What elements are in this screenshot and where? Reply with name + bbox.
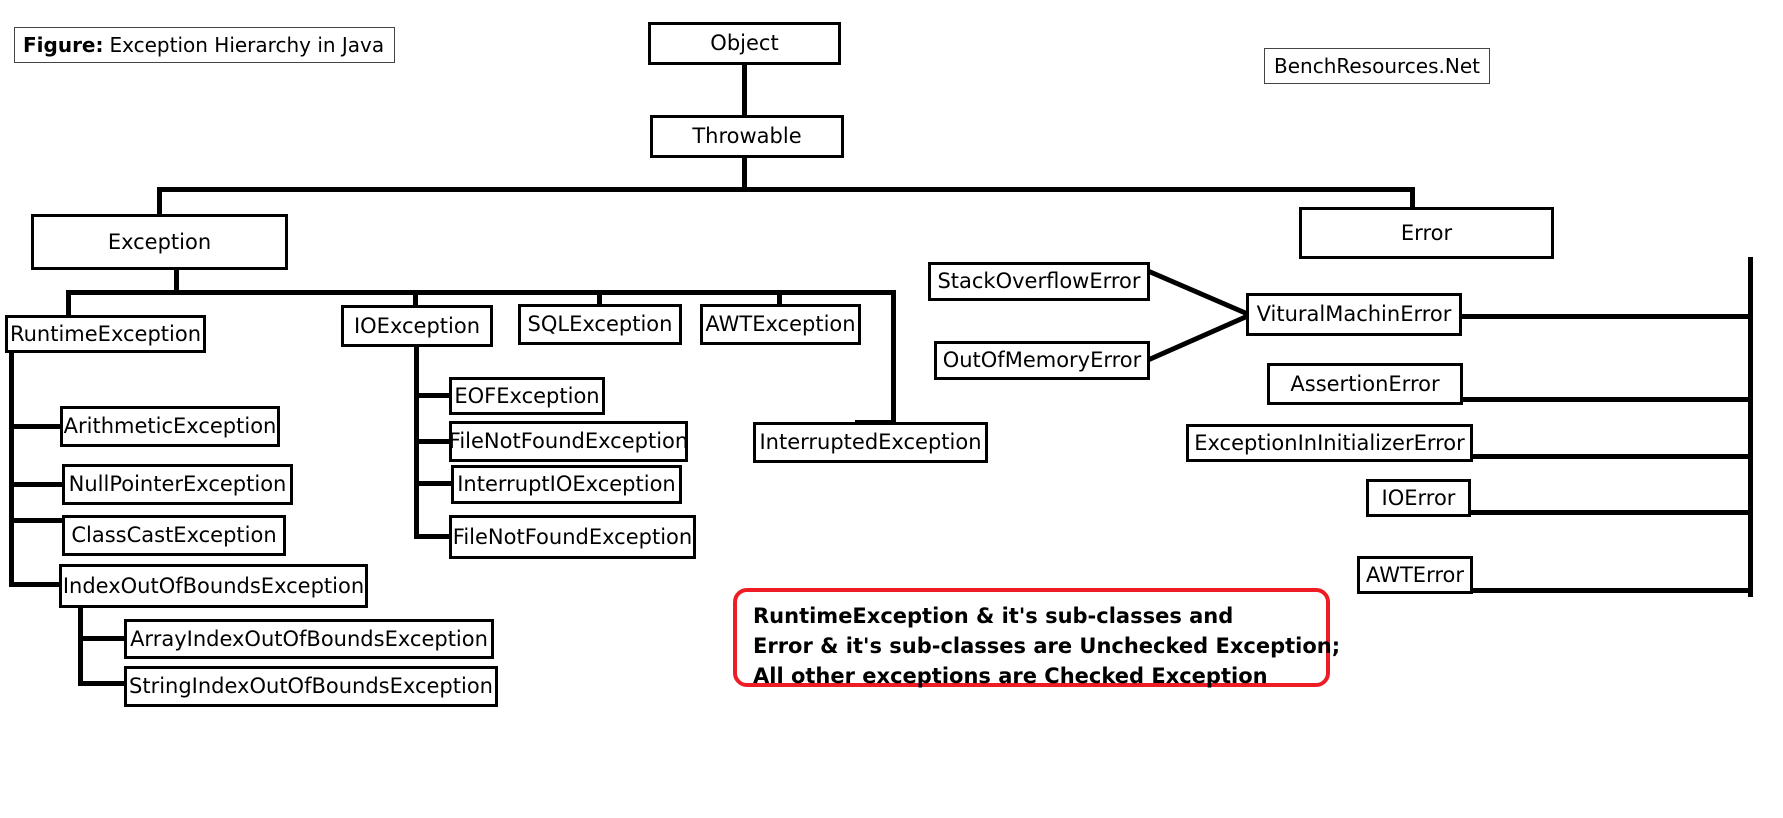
edge-ioexception-to-interruptioexception — [414, 481, 454, 486]
node-outofmemoryerror[interactable]: OutOfMemoryError — [934, 341, 1150, 380]
edge-throwable-stem — [742, 158, 747, 190]
edge-exception-to-runtimeexception — [66, 290, 71, 317]
node-arithmeticexception[interactable]: ArithmeticException — [60, 406, 280, 447]
edge-rail-to-exception — [157, 187, 162, 216]
note-line-1: RuntimeException & it's sub-classes and — [753, 604, 1234, 628]
node-interruptedexception[interactable]: InterruptedException — [753, 422, 988, 463]
watermark-text: BenchResources.Net — [1274, 54, 1480, 78]
node-awtexception[interactable]: AWTException — [700, 304, 861, 345]
node-filenotfoundexception-label: FileNotFoundException — [448, 429, 689, 453]
node-nullpointerexception[interactable]: NullPointerException — [62, 464, 293, 505]
edge-indexoutofbounds-to-arrayindex — [78, 636, 130, 641]
node-awtexception-label: AWTException — [705, 312, 856, 336]
edge-ioexception-to-filenotfoundexception-2 — [414, 534, 454, 539]
node-exception[interactable]: Exception — [31, 214, 288, 270]
node-interruptioexception[interactable]: InterruptIOException — [451, 465, 682, 504]
node-filenotfoundexception-2-label: FileNotFoundException — [452, 524, 693, 549]
note-line-3: All other exceptions are Checked Excepti… — [753, 663, 1268, 688]
edge-object-throwable — [742, 63, 747, 116]
node-arrayindexoutofboundsexception[interactable]: ArrayIndexOutOfBoundsException — [124, 619, 494, 659]
node-arithmeticexception-label: ArithmeticException — [63, 414, 277, 438]
node-exceptionininitializererror-label: ExceptionInInitializerError — [1194, 430, 1465, 455]
node-ioexception-label: IOException — [353, 313, 481, 338]
node-throwable-label: Throwable — [692, 124, 802, 148]
edge-exception-to-sqlexception — [597, 290, 602, 305]
edge-ioexception-to-eofexception — [414, 393, 454, 398]
node-stringindexoutofboundsexception[interactable]: StringIndexOutOfBoundsException — [124, 666, 498, 707]
node-object[interactable]: Object — [648, 22, 841, 65]
edge-ioexception-to-filenotfoundexception — [414, 439, 454, 444]
node-ioerror-label: IOError — [1381, 485, 1456, 510]
edge-runtimeexception-rail — [9, 350, 14, 587]
node-eofexception-label: EOFException — [454, 383, 600, 408]
edge-vm-error-merge — [1146, 268, 1252, 363]
edge-exception-rail — [66, 290, 896, 295]
edge-runtimeexception-to-arithmeticexception — [9, 424, 67, 429]
node-outofmemoryerror-label: OutOfMemoryError — [942, 348, 1142, 372]
node-ioexception[interactable]: IOException — [341, 305, 493, 347]
edge-runtimeexception-to-nullpointerexception — [9, 482, 67, 487]
node-classcastexception[interactable]: ClassCastException — [62, 515, 286, 556]
edge-error-to-assertionerror — [1461, 397, 1753, 402]
node-assertionerror-label: AssertionError — [1290, 371, 1440, 396]
edge-exception-stem — [174, 268, 179, 293]
edge-error-to-ioerror — [1468, 510, 1753, 515]
edge-indexoutofbounds-rail — [78, 606, 83, 686]
node-runtimeexception[interactable]: RuntimeException — [5, 315, 206, 353]
node-awterror[interactable]: AWTError — [1357, 556, 1473, 594]
node-nullpointerexception-label: NullPointerException — [68, 472, 287, 496]
node-error[interactable]: Error — [1299, 207, 1554, 259]
node-stackoverflowerror-label: StackOverflowError — [937, 269, 1141, 293]
node-interruptioexception-label: InterruptIOException — [457, 472, 676, 496]
edge-throwable-rail — [157, 187, 1415, 192]
figure-caption-text: Exception Hierarchy in Java — [109, 33, 385, 57]
edge-exception-to-ioexception — [413, 290, 418, 307]
node-stringindexoutofboundsexception-label: StringIndexOutOfBoundsException — [129, 674, 493, 698]
node-virtualmachineerror-label: VituralMachinError — [1256, 302, 1452, 326]
edge-rail-to-error — [1410, 187, 1415, 209]
node-runtimeexception-label: RuntimeException — [9, 321, 202, 346]
node-object-label: Object — [710, 31, 779, 55]
node-throwable[interactable]: Throwable — [650, 115, 844, 158]
edge-error-rail — [1748, 257, 1753, 597]
node-stackoverflowerror[interactable]: StackOverflowError — [928, 262, 1150, 301]
edge-error-to-awterror — [1470, 588, 1753, 593]
node-interruptedexception-label: InterruptedException — [759, 430, 982, 454]
edge-runtimeexception-to-indexoutofboundsexception — [9, 582, 67, 587]
node-assertionerror[interactable]: AssertionError — [1267, 363, 1463, 405]
node-awterror-label: AWTError — [1366, 562, 1464, 587]
node-eofexception[interactable]: EOFException — [449, 377, 605, 415]
edge-runtimeexception-to-classcastexception — [9, 518, 67, 523]
figure-caption-label: Figure: — [23, 33, 104, 57]
node-arrayindexoutofboundsexception-label: ArrayIndexOutOfBoundsException — [130, 626, 488, 651]
node-sqlexception-label: SQLException — [527, 312, 673, 336]
node-error-label: Error — [1400, 220, 1453, 245]
node-indexoutofboundsexception-label: IndexOutOfBoundsException — [62, 573, 365, 598]
node-filenotfoundexception-2[interactable]: FileNotFoundException — [449, 515, 696, 559]
watermark: BenchResources.Net — [1264, 48, 1490, 84]
node-sqlexception[interactable]: SQLException — [518, 304, 682, 345]
edge-exception-to-interruptedexception — [891, 290, 896, 423]
node-exception-label: Exception — [107, 229, 212, 254]
node-exceptionininitializererror[interactable]: ExceptionInInitializerError — [1186, 424, 1473, 462]
edge-exception-to-awtexception — [777, 290, 782, 305]
node-classcastexception-label: ClassCastException — [71, 523, 277, 547]
node-filenotfoundexception[interactable]: FileNotFoundException — [449, 421, 688, 462]
edge-error-to-exceptionininitializererror — [1470, 454, 1753, 459]
edge-indexoutofbounds-to-stringindex — [78, 681, 130, 686]
unchecked-checked-note: RuntimeException & it's sub-classes and … — [733, 588, 1341, 688]
edge-error-to-virtualmachineerror — [1459, 314, 1753, 319]
note-line-2: Error & it's sub-classes are Unchecked E… — [753, 633, 1341, 658]
figure-caption: Figure: Exception Hierarchy in Java — [14, 27, 395, 63]
node-virtualmachineerror[interactable]: VituralMachinError — [1246, 293, 1462, 336]
node-ioerror[interactable]: IOError — [1366, 479, 1471, 517]
node-indexoutofboundsexception[interactable]: IndexOutOfBoundsException — [59, 564, 368, 608]
